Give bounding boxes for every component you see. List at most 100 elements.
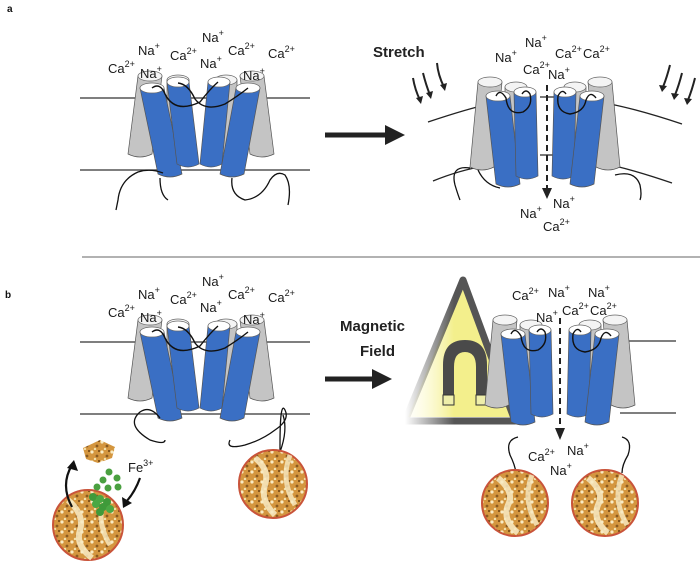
- intracellular-loop: [453, 166, 471, 201]
- sodium-ion-label: Na+: [495, 48, 517, 65]
- sodium-ion-label: Na+: [550, 461, 572, 478]
- stimulus-label-line2: Field: [360, 343, 395, 360]
- pore-loop: [557, 90, 597, 115]
- intracellular-loop: [614, 173, 642, 201]
- helix-cap: [500, 328, 526, 340]
- calcium-ion-label: Ca2+: [523, 60, 550, 77]
- stretch-arrow-icon: [662, 64, 671, 88]
- sodium-ion-label: Na+: [138, 285, 160, 302]
- pore-loop: [151, 81, 219, 108]
- tether-linker: [228, 407, 287, 450]
- closed-channel-a: [80, 70, 310, 178]
- intracellular-loop: [231, 172, 291, 206]
- helix-cap: [579, 90, 605, 102]
- sodium-ion-label: Na+: [140, 64, 162, 81]
- iron-atom: [114, 483, 122, 491]
- helix-segment: [219, 331, 261, 422]
- ferritin-particle: [238, 449, 308, 519]
- open-channel-b: [484, 314, 676, 440]
- iron-ion-label: Fe3+: [128, 458, 153, 475]
- ferritin-subunit-fragment: [83, 440, 115, 463]
- calcium-ion-label: Ca2+: [268, 44, 295, 61]
- calcium-ion-label: Ca2+: [543, 217, 570, 234]
- ions-entering-a: Na+Na+Ca2+Ca2+Ca2+Na+: [495, 33, 610, 82]
- sodium-ion-label: Na+: [140, 308, 162, 325]
- sodium-ion-label: Na+: [202, 272, 224, 289]
- helix-segment: [500, 333, 536, 426]
- stimulus-label-line1: Magnetic: [340, 318, 405, 335]
- helix-segment: [584, 333, 620, 426]
- pore-loop: [177, 82, 249, 108]
- pore-loop: [151, 325, 219, 352]
- helix-segment: [139, 87, 183, 178]
- sodium-ion-label: Na+: [536, 308, 558, 325]
- calcium-ion-label: Ca2+: [583, 44, 610, 61]
- horseshoe-magnet-icon: [442, 340, 488, 406]
- sodium-ion-label: Na+: [567, 441, 589, 458]
- tether-linker: [507, 436, 519, 474]
- panel-label-a: a: [7, 4, 13, 15]
- pore-loop: [572, 328, 612, 353]
- iron-atom: [93, 483, 101, 491]
- stretch-arrow-icon: [674, 72, 683, 96]
- pore-loop: [510, 328, 547, 352]
- helix-cap: [477, 76, 503, 88]
- intracellular-loop: [115, 169, 164, 211]
- tether-linker: [133, 408, 166, 444]
- sodium-ion-label: Na+: [243, 310, 265, 327]
- ferritin-iron-loading: [52, 489, 124, 561]
- calcium-ion-label: Ca2+: [590, 301, 617, 318]
- transition-arrowhead-b: [372, 369, 392, 389]
- sodium-ion-label: Na+: [200, 54, 222, 71]
- calcium-ion-label: Ca2+: [170, 46, 197, 63]
- helix-cap: [528, 324, 552, 336]
- ions-extracellular-a: Ca2+Na+Na+Ca2+Na+Na+Ca2+Na+Ca2+: [108, 28, 295, 83]
- sodium-ion-label: Na+: [138, 41, 160, 58]
- calcium-ion-label: Ca2+: [108, 59, 135, 76]
- stretch-arrows-right: [659, 64, 696, 105]
- transition-arrowhead-a: [385, 125, 405, 145]
- ion-flow-arrowhead: [555, 428, 565, 440]
- sodium-ion-label: Na+: [548, 283, 570, 300]
- helix-cap: [207, 320, 231, 332]
- helix-segment: [513, 91, 539, 180]
- helix-cap: [602, 314, 628, 326]
- helix-cap: [239, 70, 265, 82]
- calcium-ion-label: Ca2+: [108, 303, 135, 320]
- iron-core-cluster: [89, 493, 114, 516]
- calcium-ion-label: Ca2+: [228, 41, 255, 58]
- helix-segment: [485, 95, 521, 188]
- stretch-arrow-icon: [687, 77, 696, 101]
- sodium-ion-label: Na+: [243, 66, 265, 83]
- stretch-arrow-icon: [412, 77, 421, 101]
- sodium-ion-label: Na+: [553, 194, 575, 211]
- cycle-arrow-down: [125, 477, 142, 503]
- helix-segment: [528, 329, 554, 418]
- calcium-ion-label: Ca2+: [562, 301, 589, 318]
- open-channel-a: [427, 76, 683, 199]
- calcium-ion-label: Ca2+: [170, 290, 197, 307]
- sodium-ion-label: Na+: [548, 65, 570, 82]
- sodium-ion-label: Na+: [588, 283, 610, 300]
- panel-label-b: b: [5, 290, 11, 301]
- calcium-ion-label: Ca2+: [228, 285, 255, 302]
- helix-segment: [166, 81, 200, 168]
- stretch-label: Stretch: [373, 44, 425, 61]
- ferritin-particle: [481, 469, 549, 537]
- ions-intracellular-b: Ca2+Na+Na+: [528, 441, 589, 478]
- helix-segment: [569, 95, 605, 188]
- calcium-ion-label: Ca2+: [268, 288, 295, 305]
- ions-extracellular-b: Ca2+Na+Na+Ca2+Na+Na+Ca2+Na+Ca2+: [108, 272, 295, 327]
- ion-flow-arrowhead: [542, 188, 552, 199]
- helix-cap: [594, 328, 620, 340]
- calcium-ion-label: Ca2+: [555, 44, 582, 61]
- stretch-arrow-icon: [436, 62, 445, 88]
- stretch-arrow-icon: [422, 72, 431, 96]
- sodium-ion-label: Na+: [525, 33, 547, 50]
- helix-cap: [587, 76, 613, 88]
- helix-cap: [492, 314, 518, 326]
- helix-cap: [485, 90, 511, 102]
- pore-loop: [495, 90, 532, 114]
- sodium-ion-label: Na+: [202, 28, 224, 45]
